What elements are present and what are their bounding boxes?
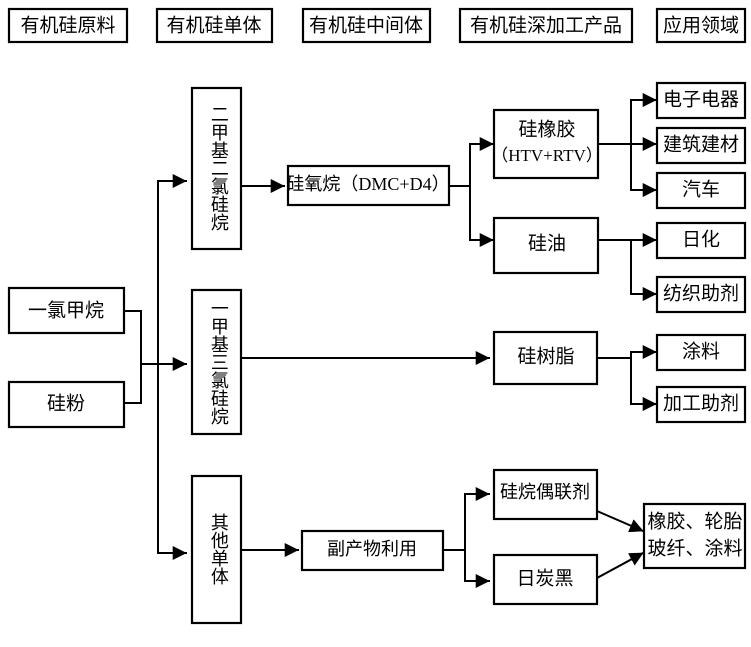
node-siloxane-label: 硅氧烷（DMC+D4） <box>286 174 449 194</box>
node-dimethyldichlorosilane-label: 二甲基二氯硅烷 <box>209 105 229 231</box>
node-coatings[interactable]: 涂料 <box>655 333 747 372</box>
node-rubber-tire-label-line1: 橡胶、轮胎 <box>647 510 742 532</box>
node-siloxane[interactable]: 硅氧烷（DMC+D4） <box>286 164 451 207</box>
node-textile-auxiliary[interactable]: 纺织助剂 <box>655 275 747 314</box>
node-construction-label: 建筑建材 <box>663 133 739 155</box>
column-header-intermediate: 有机硅中间体 <box>301 7 432 44</box>
column-header-application: 应用领域 <box>655 7 747 44</box>
node-rubber-tire[interactable]: 橡胶、轮胎 玻纤、涂料 <box>642 502 747 570</box>
node-byproduct-label: 副产物利用 <box>327 539 417 559</box>
node-other-monomer-label: 其他单体 <box>209 513 229 585</box>
node-construction[interactable]: 建筑建材 <box>655 126 747 165</box>
node-electronics-label: 电子电器 <box>663 88 739 110</box>
node-silicon-powder-label: 硅粉 <box>47 392 85 414</box>
node-daily-chemical[interactable]: 日化 <box>655 221 747 260</box>
connector-silicon-powder-to-trunk <box>123 363 142 404</box>
column-header-deep: 有机硅深加工产品 <box>458 7 634 44</box>
node-white-carbon-label: 日炭黑 <box>516 567 573 589</box>
node-silicone-oil-label: 硅油 <box>528 232 566 254</box>
node-chloromethane-label: 一氯甲烷 <box>28 299 104 321</box>
node-rubber-tire-label-line2: 玻纤、涂料 <box>647 537 742 559</box>
node-silane-coupling-label: 硅烷偶联剂 <box>500 482 590 502</box>
node-process-aids-label: 加工助剂 <box>663 392 739 414</box>
node-textile-auxiliary-label: 纺织助剂 <box>663 282 739 304</box>
connector-silane-coupling-to-rubber-tire <box>595 509 645 533</box>
column-header-monomer-label: 有机硅单体 <box>166 14 261 36</box>
node-methyltrichlorosilane[interactable]: 一甲基三氯硅烷 <box>190 288 243 436</box>
column-header-raw: 有机硅原料 <box>7 7 129 44</box>
node-white-carbon[interactable]: 日炭黑 <box>492 553 599 606</box>
node-other-monomer[interactable]: 其他单体 <box>190 474 243 625</box>
node-silicone-rubber-label-line2: （HTV+RTV） <box>491 146 603 165</box>
column-header-raw-label: 有机硅原料 <box>20 14 115 36</box>
node-silane-coupling[interactable]: 硅烷偶联剂 <box>492 468 599 521</box>
column-header-intermediate-label: 有机硅中间体 <box>309 14 423 36</box>
node-daily-chemical-label: 日化 <box>682 228 720 250</box>
column-header-deep-label: 有机硅深加工产品 <box>470 14 622 36</box>
node-silicone-rubber-label-line1: 硅橡胶 <box>518 118 575 140</box>
node-silicon-powder[interactable]: 硅粉 <box>7 380 126 429</box>
column-header-monomer: 有机硅单体 <box>155 7 274 44</box>
node-silicone-oil[interactable]: 硅油 <box>492 216 600 275</box>
node-chloromethane[interactable]: 一氯甲烷 <box>7 286 126 335</box>
connector-chloromethane-to-trunk <box>123 310 142 365</box>
column-header-application-label: 应用领域 <box>663 14 739 36</box>
node-process-aids[interactable]: 加工助剂 <box>655 385 747 424</box>
node-silicone-rubber[interactable]: 硅橡胶 （HTV+RTV） <box>491 108 603 180</box>
connector-white-carbon-to-rubber-tire <box>595 551 645 580</box>
node-coatings-label: 涂料 <box>682 340 720 362</box>
node-byproduct[interactable]: 副产物利用 <box>300 529 445 572</box>
node-electronics[interactable]: 电子电器 <box>655 81 747 120</box>
node-automobile-label: 汽车 <box>682 178 720 200</box>
node-methyltrichlorosilane-label: 一甲基三氯硅烷 <box>209 299 229 425</box>
node-silicone-resin[interactable]: 硅树脂 <box>492 330 599 386</box>
node-automobile[interactable]: 汽车 <box>655 171 747 210</box>
node-silicone-resin-label: 硅树脂 <box>517 345 574 367</box>
node-dimethyldichlorosilane[interactable]: 二甲基二氯硅烷 <box>190 86 243 251</box>
